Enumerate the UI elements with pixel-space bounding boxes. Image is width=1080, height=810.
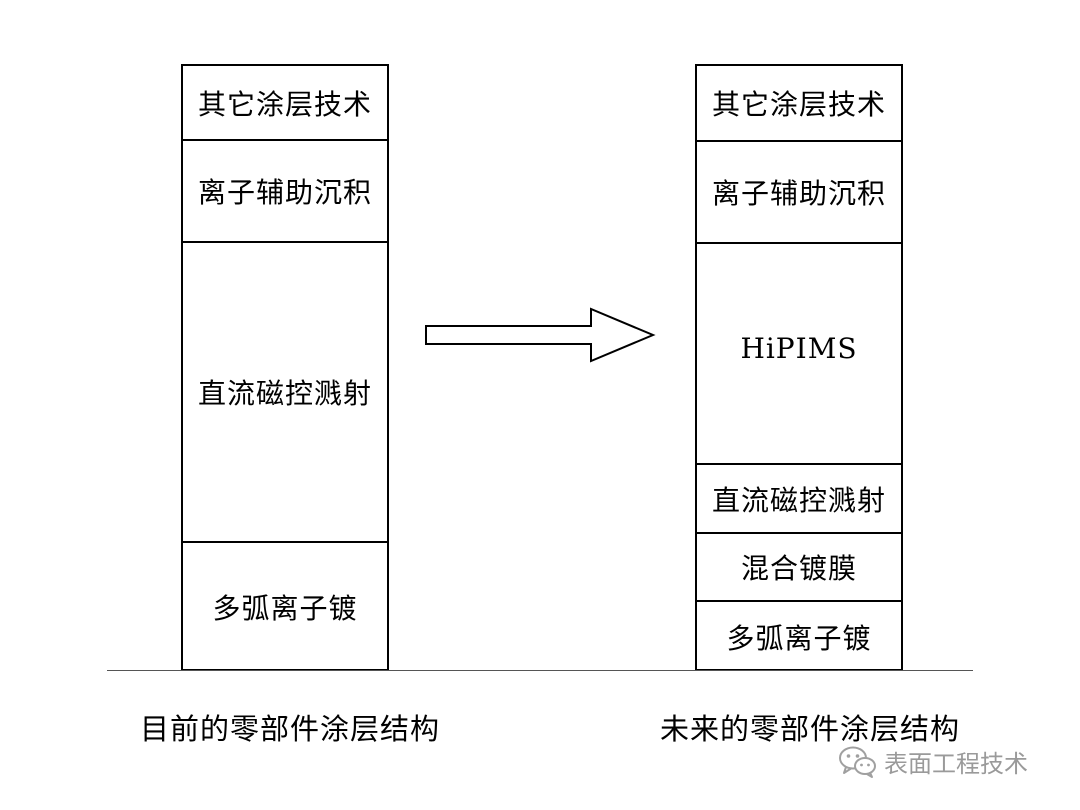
- future-structure-caption: 未来的零部件涂层结构: [660, 712, 961, 746]
- layer-multi-arc-ion-plating: 多弧离子镀: [183, 541, 387, 671]
- current-structure-caption: 目前的零部件涂层结构: [140, 712, 441, 746]
- layer-dc-magnetron-sputtering: 直流磁控溅射: [697, 463, 901, 532]
- future-coating-stack: 其它涂层技术 离子辅助沉积 HiPIMS 直流磁控溅射 混合镀膜 多弧离子镀: [695, 64, 903, 671]
- layer-ion-assisted-deposition: 离子辅助沉积: [697, 140, 901, 242]
- layer-other-coating: 其它涂层技术: [197, 87, 372, 121]
- layer-hipims: HiPIMS: [697, 242, 901, 463]
- transition-arrow-icon: [425, 307, 656, 363]
- baseline-divider: [107, 670, 973, 671]
- layer-hybrid-coating: 混合镀膜: [697, 532, 901, 600]
- layer-other-coating: 其它涂层技术: [711, 88, 886, 121]
- current-coating-stack: 其它涂层技术 离子辅助沉积 直流磁控溅射 多弧离子镀: [181, 64, 389, 671]
- wechat-icon: [839, 746, 876, 778]
- layer-dc-magnetron-sputtering: 直流磁控溅射: [183, 241, 387, 541]
- layer-ion-assisted-deposition: 离子辅助沉积: [183, 139, 387, 241]
- watermark-text: 表面工程技术: [884, 750, 1028, 778]
- watermark: 表面工程技术: [838, 744, 1028, 779]
- layer-multi-arc-ion-plating: 多弧离子镀: [697, 600, 901, 671]
